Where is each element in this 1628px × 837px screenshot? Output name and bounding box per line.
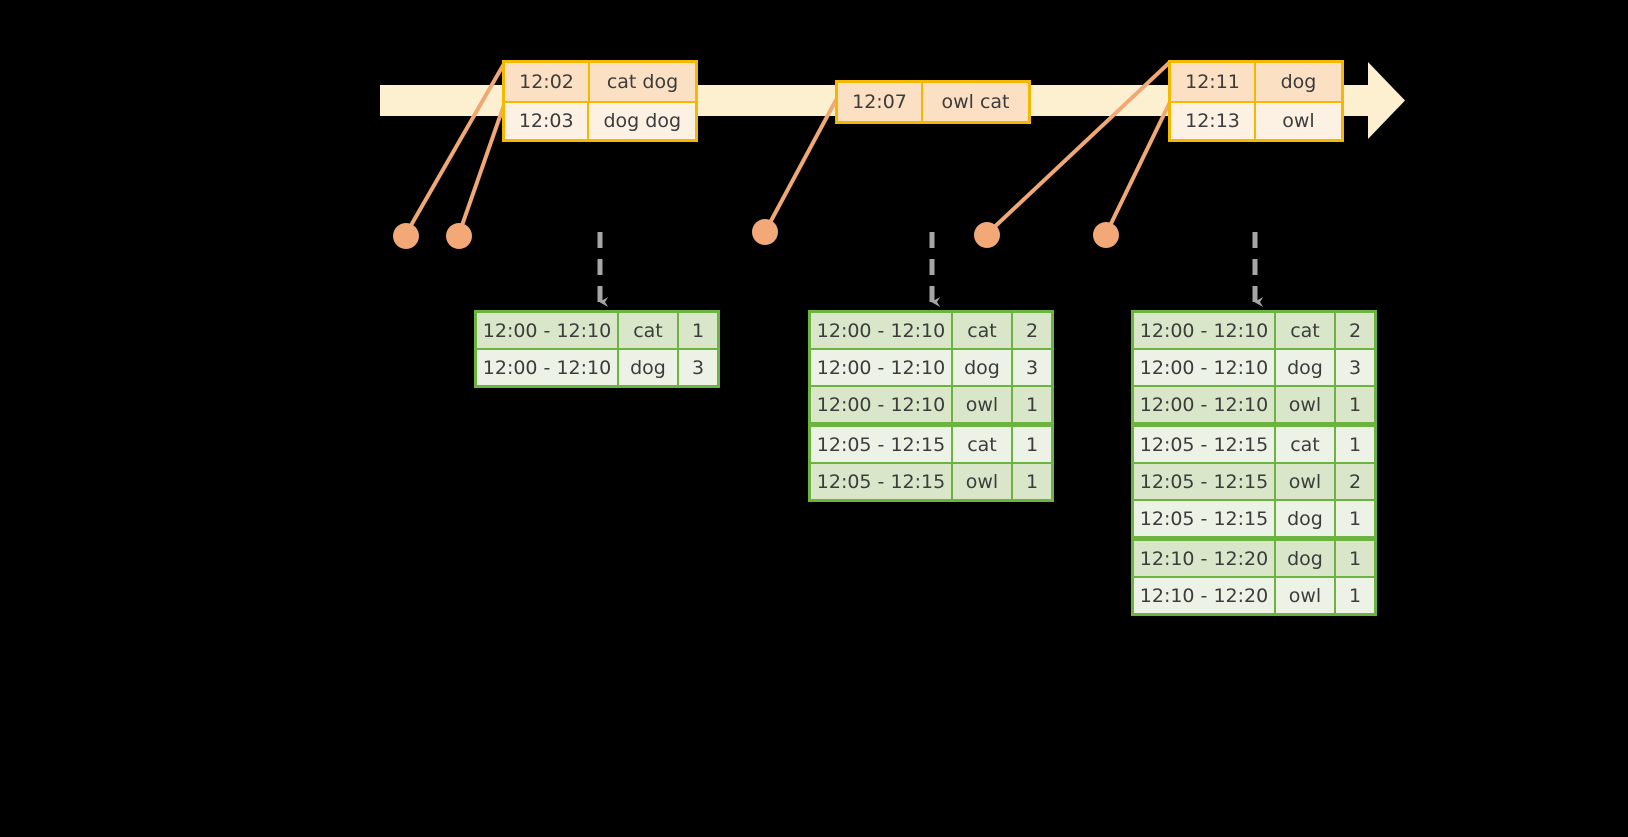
table-cell-count: 1 [1336,387,1374,422]
table-cell-window: 12:00 - 12:10 [1134,387,1274,422]
event-dot-1213 [1093,222,1119,248]
table-cell-count: 1 [1336,541,1374,576]
table-cell-count: 1 [1336,501,1374,536]
table-cell-word: owl [953,464,1011,499]
table-cell-word: cat [1276,427,1334,462]
table-cell-window: 12:10 - 12:20 [1134,578,1274,613]
table-cell-window: 12:00 - 12:10 [477,350,617,385]
event-row[interactable]: 12:02 cat dog [505,63,695,101]
table-cell-word: cat [953,427,1011,462]
table-cell-window: 12:00 - 12:10 [811,350,951,385]
event-time: 12:07 [838,83,923,121]
table-cell-word: owl [953,387,1011,422]
table-cell-window: 12:05 - 12:15 [1134,427,1274,462]
event-row[interactable]: 12:13 owl [1171,101,1341,139]
table-cell-count: 1 [1336,578,1374,613]
event-connectors [404,60,1172,236]
table-cell-window: 12:05 - 12:15 [811,464,951,499]
event-words: owl cat [941,91,1010,113]
event-row[interactable]: 12:11 dog [1171,63,1341,101]
table-cell-window: 12:00 - 12:10 [477,313,617,348]
table-cell-count: 1 [1013,464,1051,499]
table-cell-window: 12:00 - 12:10 [811,387,951,422]
event-time: 12:03 [505,103,590,139]
table-cell-word: cat [619,313,677,348]
table-cell-word: owl [1276,387,1334,422]
event-time: 12:13 [1171,103,1256,139]
table-cell-word: cat [953,313,1011,348]
table-cell-word: dog [1276,501,1334,536]
table-cell-window: 12:00 - 12:10 [811,313,951,348]
event-words: dog [1280,71,1317,93]
event-group-2[interactable]: 12:07 owl cat [835,80,1031,124]
table-cell-window: 12:00 - 12:10 [1134,313,1274,348]
table-cell-window: 12:05 - 12:15 [1134,464,1274,499]
table-cell-count: 2 [1013,313,1051,348]
table-cell-word: owl [1276,464,1334,499]
event-dots [393,219,1119,249]
table-cell-count: 3 [1336,350,1374,385]
table-cell-count: 1 [1336,427,1374,462]
event-dot-1203 [446,223,472,249]
table-cell-word: dog [619,350,677,385]
event-row[interactable]: 12:03 dog dog [505,101,695,139]
event-dot-1211 [974,222,1000,248]
event-dot-1207 [752,219,778,245]
table-cell-window: 12:05 - 12:15 [1134,501,1274,536]
event-time: 12:11 [1171,63,1256,101]
table-cell-window: 12:10 - 12:20 [1134,541,1274,576]
event-words: owl [1282,110,1315,132]
event-dot-1202 [393,223,419,249]
table-cell-count: 1 [1013,387,1051,422]
event-time: 12:02 [505,63,590,101]
event-words: dog dog [603,110,681,132]
event-group-1[interactable]: 12:02 cat dog 12:03 dog dog [502,60,698,142]
table-cell-count: 2 [1336,313,1374,348]
table-cell-count: 2 [1336,464,1374,499]
table-cell-count: 3 [1013,350,1051,385]
table-cell-word: dog [953,350,1011,385]
table-cell-count: 1 [1013,427,1051,462]
table-cell-count: 1 [679,313,717,348]
event-group-3[interactable]: 12:11 dog 12:13 owl [1168,60,1344,142]
table-cell-word: dog [1276,350,1334,385]
table-cell-word: cat [1276,313,1334,348]
emit-arrows [597,232,1264,307]
table-cell-window: 12:00 - 12:10 [1134,350,1274,385]
table-cell-window: 12:05 - 12:15 [811,427,951,462]
event-row[interactable]: 12:07 owl cat [838,83,1028,121]
table-cell-word: dog [1276,541,1334,576]
table-cell-word: owl [1276,578,1334,613]
table-cell-count: 3 [679,350,717,385]
event-words: cat dog [606,71,679,93]
